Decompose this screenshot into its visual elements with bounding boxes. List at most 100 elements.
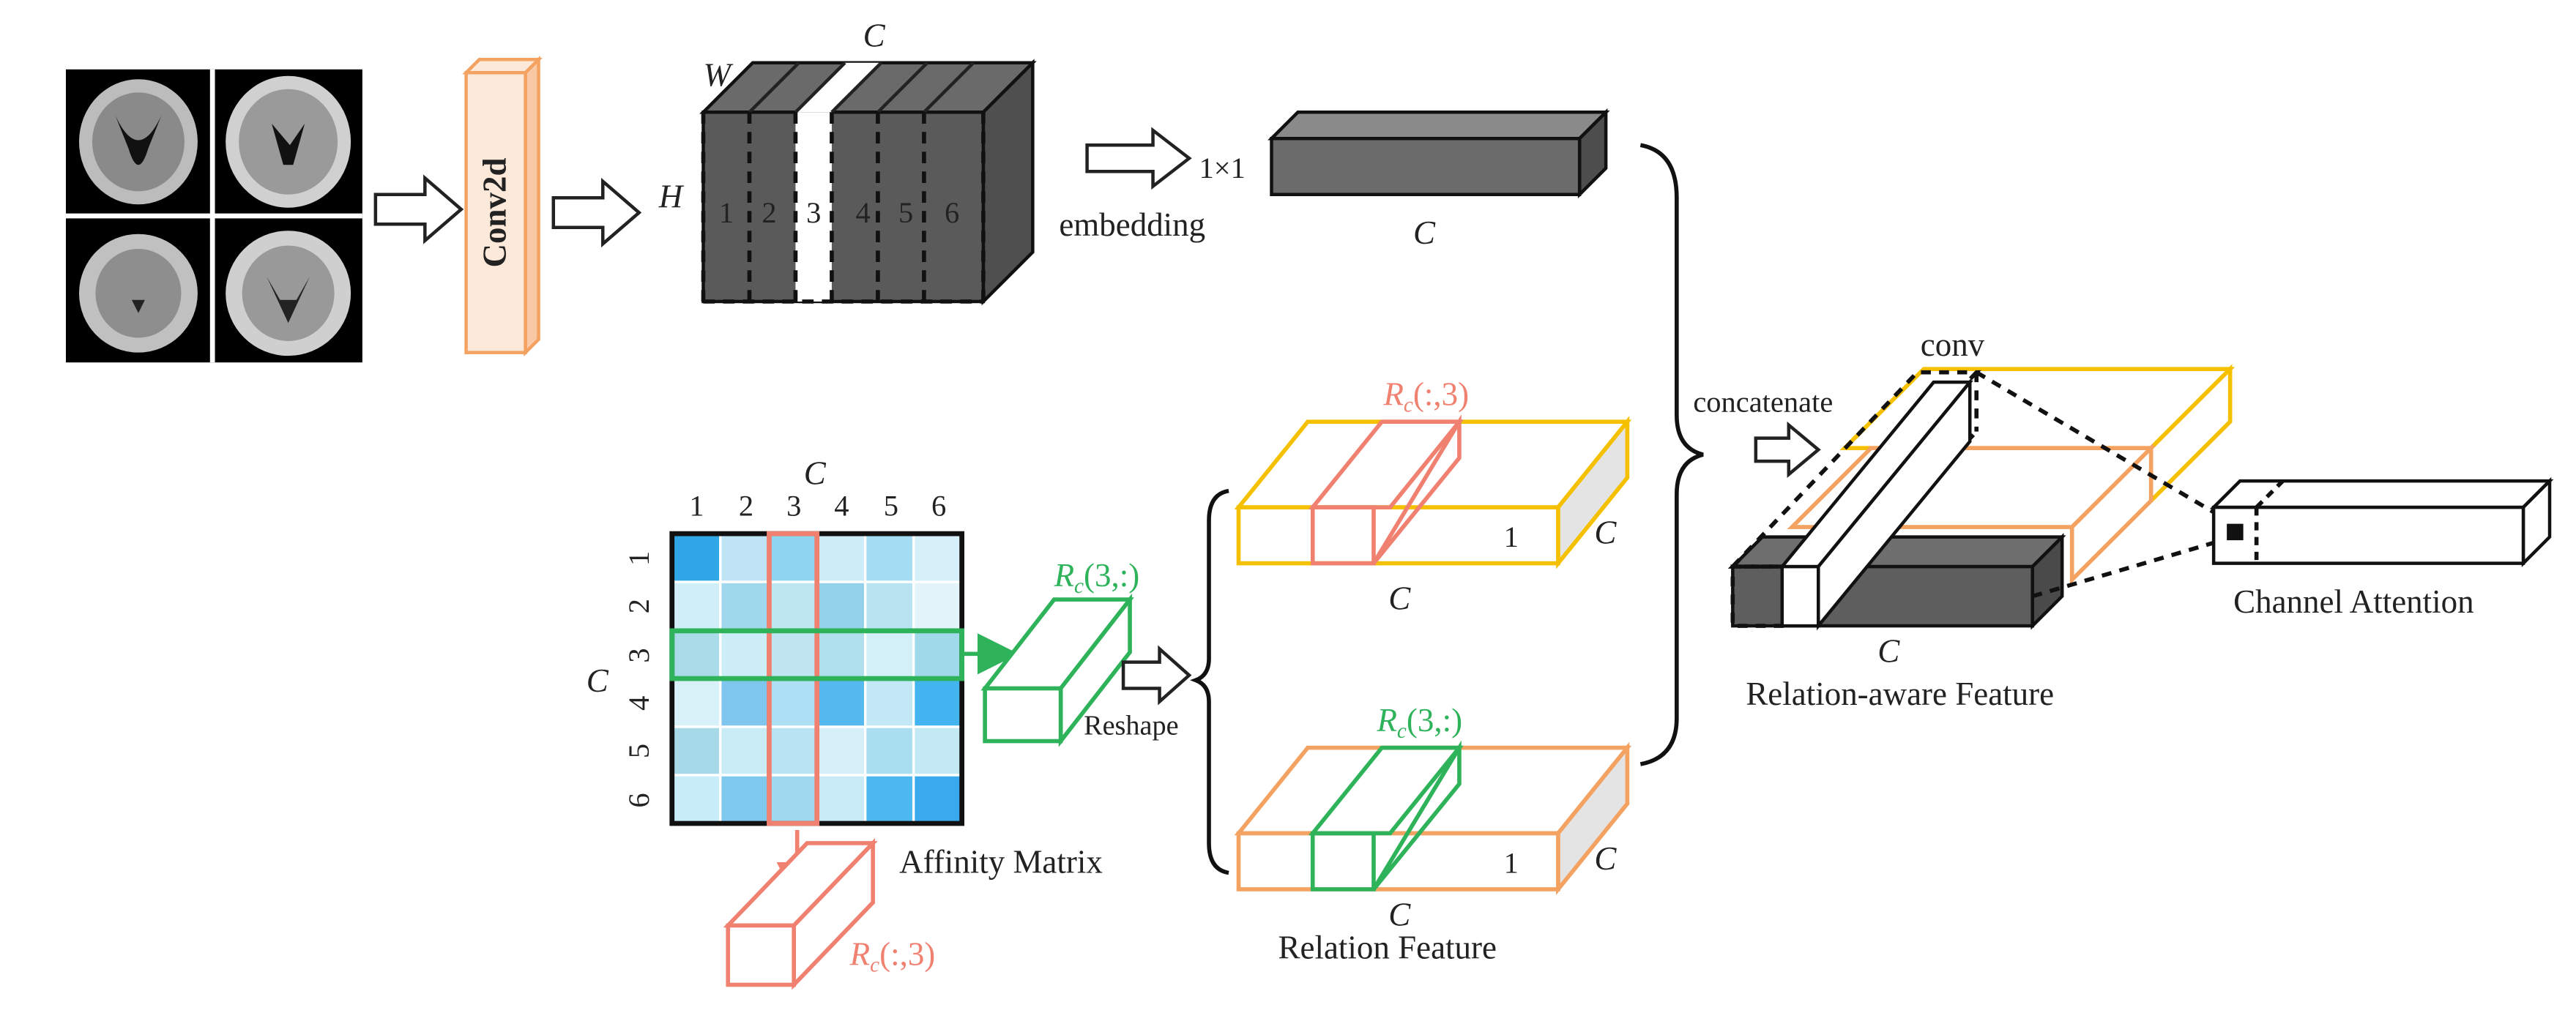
matrix-cell-1-3 [767,532,819,583]
matrix-cell-4-6 [912,677,964,728]
brain-image-4 [226,231,351,356]
matrix-row-label-6: 6 [622,793,655,807]
projection-lines [1975,370,2235,599]
matrix-cell-1-5 [863,532,915,583]
relaware-C-label: C [1877,633,1900,670]
matrix-row-label-5: 5 [622,744,655,758]
dim-C-label: C [863,17,886,53]
matrix-col-label-4: 4 [834,489,849,522]
relation-feature-yellow [1234,414,1632,569]
embedded-feature [1267,108,1610,199]
rel2-C-bottom: C [1388,896,1411,932]
matrix-cell-5-3 [767,725,819,777]
rc-col-bottom-label: Rc(:,3) [849,935,936,976]
arrow-concatenate [1754,421,1821,478]
matrix-cell-2-2 [719,580,770,632]
matrix-row-label-2: 2 [622,599,655,613]
matrix-cell-6-1 [671,774,722,825]
matrix-cell-1-1 [671,532,722,583]
matrix-cell-2-1 [671,580,722,632]
matrix-C-left: C [587,662,609,699]
brain-image-3 [78,233,198,353]
channel-attention-label: Channel Attention [2233,583,2473,620]
matrix-cell-5-6 [912,725,964,777]
matrix-row-label-4: 4 [622,696,655,711]
relation-brace [1190,488,1229,875]
selected-channel-top [795,62,882,113]
matrix-cell-5-5 [863,725,915,777]
col-label-6: 6 [945,196,959,229]
rel1-C-bottom: C [1388,580,1411,617]
matrix-cell-6-5 [863,774,915,825]
matrix-cell-5-2 [719,725,770,777]
matrix-col-label-2: 2 [739,489,753,522]
conv2d-block: Conv2d [462,55,543,357]
rel2-C-right: C [1594,840,1617,877]
rc-col-top-label: Rc(:,3) [1382,376,1469,417]
brain-image-2 [226,75,351,208]
matrix-cell-3-2 [719,629,770,680]
matrix-cell-3-4 [815,629,867,680]
dim-H-label: H [658,179,685,215]
brain-image-1 [78,79,198,205]
matrix-cell-2-5 [863,580,915,632]
matrix-cell-2-3 [767,580,819,632]
matrix-cell-3-1 [671,629,722,680]
matrix-col-label-6: 6 [931,489,946,522]
matrix-cell-3-3 [767,629,819,680]
one-by-one-label: 1×1 [1199,152,1246,184]
matrix-cell-6-6 [912,774,964,825]
arrow-embedding [1085,127,1192,190]
rc-row-matrix-label: Rc(3,:) [1054,557,1140,598]
matrix-cell-3-5 [863,629,915,680]
arrow-reshape [1121,645,1192,706]
affinity-matrix [669,531,965,826]
matrix-cell-6-2 [719,774,770,825]
matrix-C-top: C [804,455,827,492]
col-label-4: 4 [856,196,871,229]
affinity-matrix-label: Affinity Matrix [899,843,1103,880]
matrix-cell-1-6 [912,532,964,583]
rel2-one-label: 1 [1504,846,1519,879]
matrix-cell-1-2 [719,532,770,583]
matrix-row-label-1: 1 [622,551,655,566]
embed-C-label: C [1413,214,1436,251]
conv-label: conv [1921,326,1985,363]
rel1-C-right: C [1594,515,1617,551]
matrix-cell-1-4 [815,532,867,583]
conv2d-label: Conv2d [477,158,513,268]
arrow-to-conv2d [373,174,464,244]
matrix-cell-2-4 [815,580,867,632]
col-label-2: 2 [762,196,776,229]
relation-feature-orange [1234,740,1632,895]
col-label-1: 1 [719,196,734,229]
relation-aware-feature-label: Relation-aware Feature [1746,676,2054,712]
matrix-cell-3-6 [912,629,964,680]
arrow-to-feature-map [551,177,642,248]
dim-W-label: W [703,56,733,93]
matrix-cell-2-6 [912,580,964,632]
row-vector-green [980,593,1134,747]
reshape-label: Reshape [1084,711,1178,741]
matrix-cell-4-5 [863,677,915,728]
matrix-col-label-5: 5 [884,489,898,522]
matrix-cell-5-4 [815,725,867,777]
embedding-label: embedding [1059,206,1205,243]
channel-attention-vector [2209,476,2554,568]
rel1-one-label: 1 [1504,520,1519,553]
merge-brace [1639,143,1704,766]
selected-channel-front [795,112,832,302]
feature-map-block: 1 2 3 4 5 6 W H C [658,17,1037,306]
matrix-col-label-3: 3 [786,489,801,522]
matrix-cell-4-4 [815,677,867,728]
matrix-row-label-3: 3 [622,648,655,662]
matrix-cell-4-2 [719,677,770,728]
concatenate-label: concatenate [1693,386,1833,419]
column-vector-red [723,838,878,990]
col-label-5: 5 [898,196,913,229]
matrix-cell-4-3 [767,677,819,728]
matrix-cell-6-3 [767,774,819,825]
brain-mri-images [65,69,362,363]
col-label-3: 3 [806,196,821,229]
